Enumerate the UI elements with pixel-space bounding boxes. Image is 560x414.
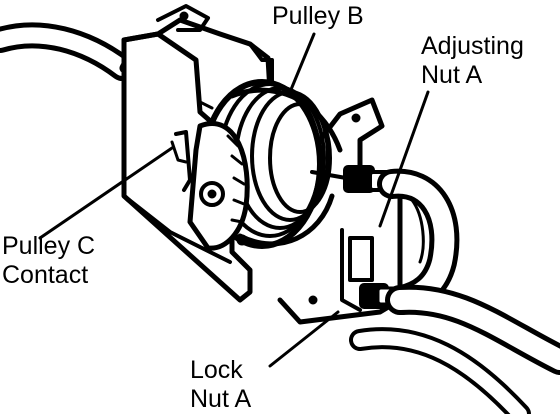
- label-adjusting-nut-a: Adjusting Nut A: [421, 32, 524, 90]
- lower-right-cable: [349, 284, 560, 414]
- leader-adjusting-nut-a: [378, 90, 430, 228]
- label-pulley-c-contact-line1: Pulley C: [2, 232, 96, 260]
- leader-pulley-b: [288, 32, 316, 94]
- label-pulley-b: Pulley B: [272, 2, 364, 31]
- label-lock-nut-a: Lock Nut A: [190, 356, 251, 414]
- label-lock-nut-a-line2: Nut A: [190, 385, 252, 413]
- label-adjusting-nut-a-line2: Nut A: [421, 61, 483, 89]
- label-lock-nut-a-line1: Lock: [190, 356, 243, 384]
- leader-lines: [38, 32, 430, 368]
- pulley-c-cam: [187, 121, 250, 251]
- leader-pulley-c-contact: [38, 146, 174, 240]
- label-pulley-c-contact-line2: Contact: [2, 261, 89, 289]
- upper-left-cable: [0, 22, 135, 81]
- pulley-c-contact-spring: [170, 130, 192, 192]
- label-adjusting-nut-a-line1: Adjusting: [421, 32, 524, 60]
- label-pulley-b-text: Pulley B: [272, 2, 364, 30]
- leader-lock-nut-a: [268, 310, 340, 368]
- label-pulley-c-contact: Pulley C Contact: [2, 232, 95, 290]
